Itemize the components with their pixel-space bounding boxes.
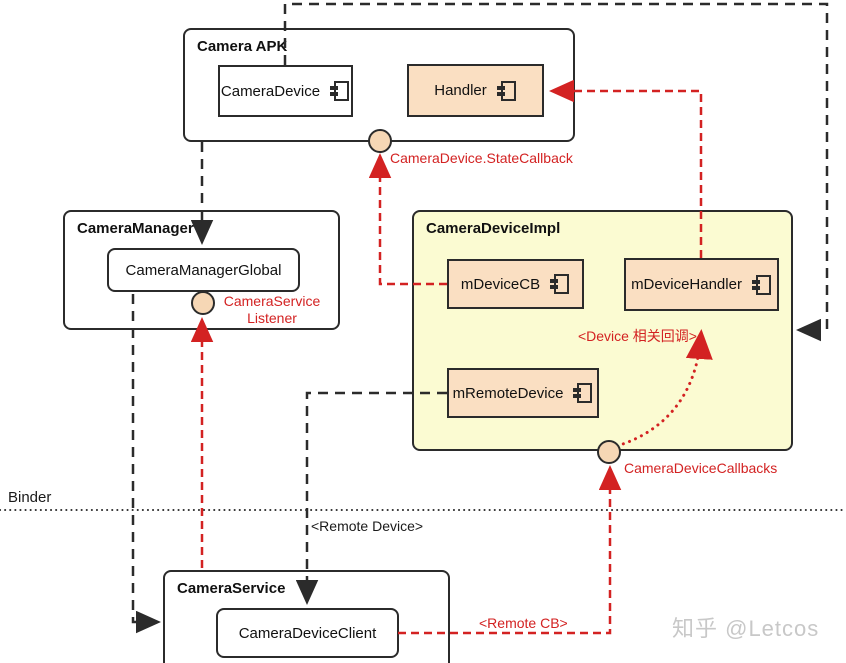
handler-label: Handler: [434, 82, 487, 99]
component-icon: [751, 274, 771, 295]
camera-manager-global-label: CameraManagerGlobal: [125, 261, 282, 279]
camera-device-component: CameraDevice: [218, 65, 353, 117]
m-device-handler-component: mDeviceHandler: [624, 258, 779, 311]
component-icon: [550, 274, 570, 294]
camera-manager-box: CameraManager CameraManagerGlobal: [63, 210, 340, 330]
camera-device-client-box: CameraDeviceClient: [216, 608, 399, 658]
camera-manager-title: CameraManager: [77, 220, 194, 237]
camera-manager-global-box: CameraManagerGlobal: [107, 248, 300, 292]
m-device-handler-label: mDeviceHandler: [631, 276, 742, 293]
camera-service-box: CameraService CameraDeviceClient: [163, 570, 450, 663]
m-remote-device-component: mRemoteDevice: [447, 368, 599, 418]
camera-apk-title: Camera APK: [197, 38, 288, 55]
camera-apk-box: Camera APK CameraDevice Handler: [183, 28, 575, 142]
camera-device-label: CameraDevice: [220, 82, 321, 100]
component-icon: [573, 383, 593, 403]
camera-service-title: CameraService: [177, 580, 286, 597]
m-device-cb-label: mDeviceCB: [460, 275, 541, 293]
m-device-cb-component: mDeviceCB: [447, 259, 584, 309]
camera-device-impl-box: CameraDeviceImpl mDeviceCB mDeviceHandle…: [412, 210, 793, 451]
camera-device-impl-title: CameraDeviceImpl: [426, 220, 561, 237]
handler-component: Handler: [407, 64, 544, 117]
component-icon: [330, 81, 350, 101]
m-remote-device-label: mRemoteDevice: [452, 384, 564, 402]
component-icon: [496, 80, 516, 101]
camera-device-client-label: CameraDeviceClient: [238, 624, 377, 642]
